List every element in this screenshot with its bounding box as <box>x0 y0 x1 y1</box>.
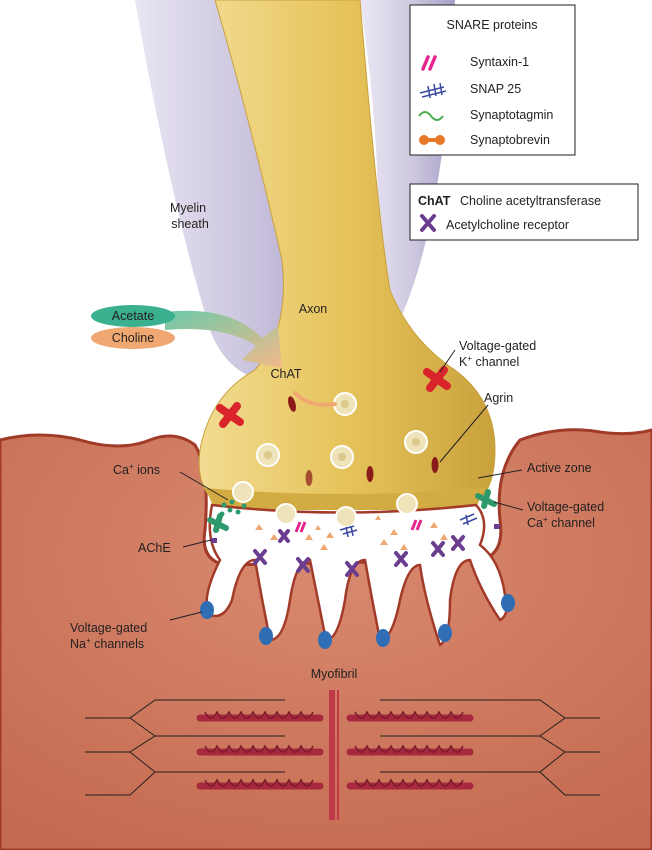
label-k-channel-2: K+ channel <box>459 354 519 369</box>
label-acetate: Acetate <box>112 309 154 323</box>
legend-snare: SNARE proteins Syntaxin-1 SNAP 25 Synapt… <box>410 5 575 155</box>
vesicle <box>257 444 279 466</box>
legend-receptor-label: Acetylcholine receptor <box>446 218 569 232</box>
legend-syntaxin-label: Syntaxin-1 <box>470 55 529 69</box>
legend-snare-title: SNARE proteins <box>446 18 537 32</box>
label-ache: AChE <box>138 541 171 555</box>
label-myofibril: Myofibril <box>311 667 358 681</box>
label-sheath: sheath <box>171 217 209 231</box>
legend-snap25-label: SNAP 25 <box>470 82 521 96</box>
label-k-channel-1: Voltage-gated <box>459 339 536 353</box>
vesicle <box>331 446 353 468</box>
label-ca-channel-2: Ca+ channel <box>527 515 595 530</box>
vesicle <box>276 504 296 524</box>
legend-synaptotagmin-label: Synaptotagmin <box>470 108 553 122</box>
vesicle <box>405 431 427 453</box>
label-agrin: Agrin <box>484 391 513 405</box>
label-ca-channel-1: Voltage-gated <box>527 500 604 514</box>
z-line <box>329 690 335 820</box>
label-active-zone: Active zone <box>527 461 592 475</box>
vesicle <box>336 507 356 527</box>
label-na-channel-1: Voltage-gated <box>70 621 147 635</box>
vesicle <box>233 482 253 502</box>
label-ca-ions: Ca+ ions <box>113 462 160 477</box>
label-na-channel-2: Na+ channels <box>70 636 144 651</box>
legend-other: ChAT Choline acetyltransferase Acetylcho… <box>410 184 638 240</box>
legend-chat-full: Choline acetyltransferase <box>460 194 601 208</box>
legend-chat-abbr: ChAT <box>418 194 451 208</box>
label-myelin: Myelin <box>170 201 206 215</box>
label-choline: Choline <box>112 331 154 345</box>
label-axon: Axon <box>299 302 328 316</box>
label-chat: ChAT <box>270 367 301 381</box>
vesicle <box>334 393 356 415</box>
vesicle <box>397 494 417 514</box>
legend-synaptobrevin-label: Synaptobrevin <box>470 133 550 147</box>
